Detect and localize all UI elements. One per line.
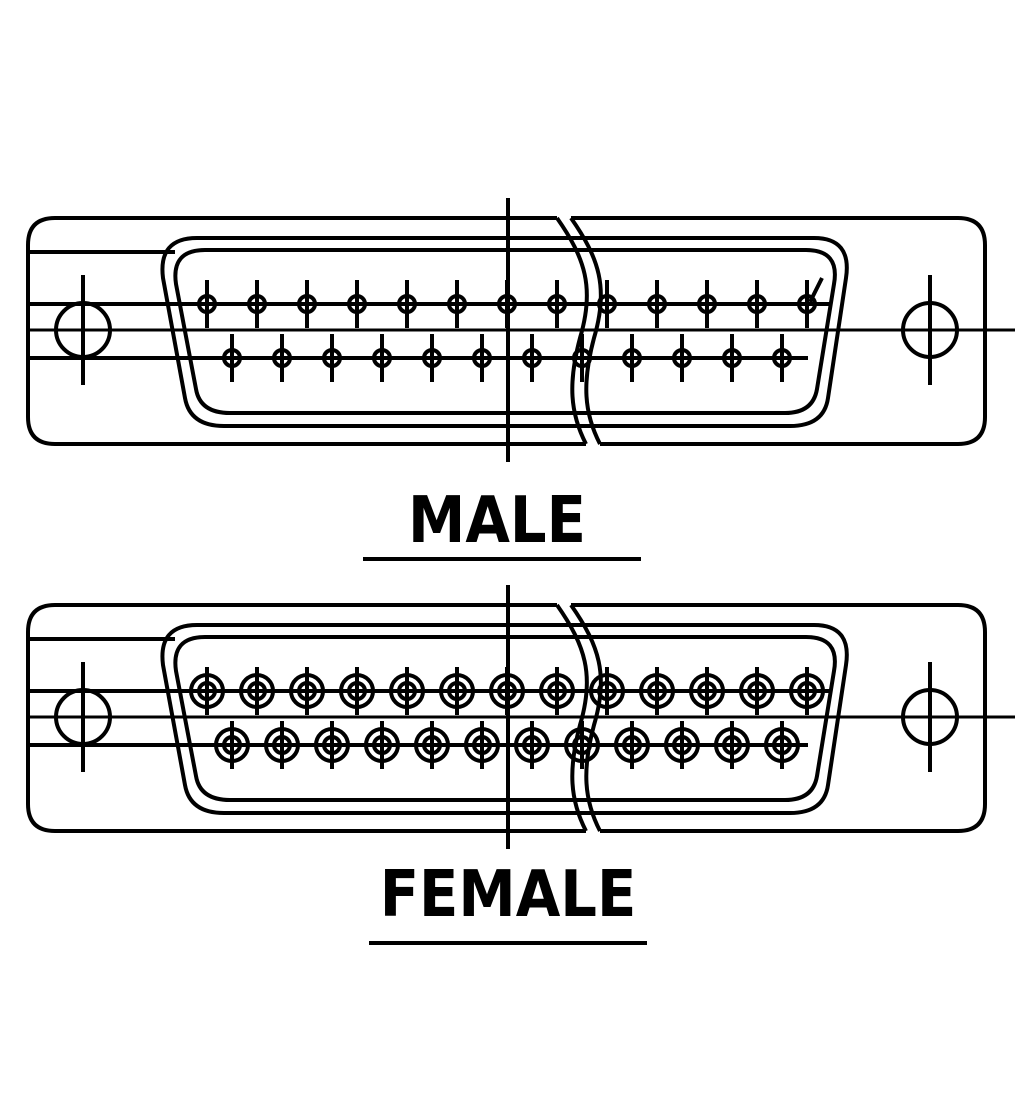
socket-outer — [739, 673, 775, 709]
socket-inner — [622, 735, 642, 755]
socket-inner — [522, 735, 542, 755]
socket-outer — [339, 673, 375, 709]
pin-contact — [247, 294, 267, 314]
pin-contact — [597, 294, 617, 314]
socket-outer — [589, 673, 625, 709]
d-shell-inner — [173, 635, 837, 802]
socket-outer — [189, 673, 225, 709]
socket-inner — [447, 681, 467, 701]
pin-contact — [447, 294, 467, 314]
socket-inner — [247, 681, 267, 701]
pin-contact — [397, 294, 417, 314]
socket-inner — [422, 735, 442, 755]
pin-contact — [722, 348, 742, 368]
pin-contact — [547, 294, 567, 314]
socket-outer — [464, 727, 500, 763]
pin-contact — [747, 294, 767, 314]
pin-contact — [222, 348, 242, 368]
socket-outer — [364, 727, 400, 763]
socket-inner — [272, 735, 292, 755]
socket-inner — [672, 735, 692, 755]
socket-outer — [264, 727, 300, 763]
socket-outer — [614, 727, 650, 763]
outer-shell-left — [26, 603, 586, 833]
socket-inner — [772, 735, 792, 755]
d-shell-outer — [160, 236, 849, 428]
socket-outer — [289, 673, 325, 709]
socket-inner — [697, 681, 717, 701]
pin1-marker — [808, 277, 824, 303]
d-shell-inner — [173, 248, 837, 415]
socket-inner — [472, 735, 492, 755]
pin-contact — [322, 348, 342, 368]
socket-outer — [714, 727, 750, 763]
socket-inner — [547, 681, 567, 701]
socket-inner — [197, 681, 217, 701]
pin-contact — [772, 348, 792, 368]
socket-outer — [639, 673, 675, 709]
pin-contact — [297, 294, 317, 314]
pin-contact — [522, 348, 542, 368]
socket-outer — [389, 673, 425, 709]
socket-inner — [722, 735, 742, 755]
pin-contact — [472, 348, 492, 368]
socket-outer — [239, 673, 275, 709]
socket-inner — [322, 735, 342, 755]
outer-shell-left — [26, 216, 586, 446]
male-label: MALE — [408, 484, 586, 558]
socket-inner — [222, 735, 242, 755]
pin-contact — [697, 294, 717, 314]
socket-inner — [747, 681, 767, 701]
socket-inner — [647, 681, 667, 701]
pin-contact — [347, 294, 367, 314]
socket-outer — [314, 727, 350, 763]
d-shell-outer — [160, 623, 849, 815]
pin-contact — [672, 348, 692, 368]
socket-outer — [789, 673, 825, 709]
socket-outer — [414, 727, 450, 763]
pin-contact — [272, 348, 292, 368]
socket-outer — [539, 673, 575, 709]
female-label: FEMALE — [380, 858, 637, 932]
socket-outer — [564, 727, 600, 763]
pin-contact — [622, 348, 642, 368]
socket-inner — [572, 735, 592, 755]
socket-outer — [439, 673, 475, 709]
socket-inner — [372, 735, 392, 755]
socket-outer — [514, 727, 550, 763]
pin-contact — [197, 294, 217, 314]
pin-contact — [422, 348, 442, 368]
socket-inner — [597, 681, 617, 701]
socket-outer — [764, 727, 800, 763]
pin-contact — [572, 348, 592, 368]
socket-inner — [347, 681, 367, 701]
socket-outer — [214, 727, 250, 763]
female-connector — [26, 585, 1015, 849]
socket-outer — [689, 673, 725, 709]
pin-contact — [372, 348, 392, 368]
male-connector — [26, 198, 1015, 462]
socket-inner — [397, 681, 417, 701]
pin-contact — [647, 294, 667, 314]
socket-outer — [664, 727, 700, 763]
socket-inner — [297, 681, 317, 701]
pin-contact — [497, 294, 517, 314]
pin-contact — [797, 294, 817, 314]
socket-inner — [497, 681, 517, 701]
socket-outer — [489, 673, 525, 709]
socket-inner — [797, 681, 817, 701]
